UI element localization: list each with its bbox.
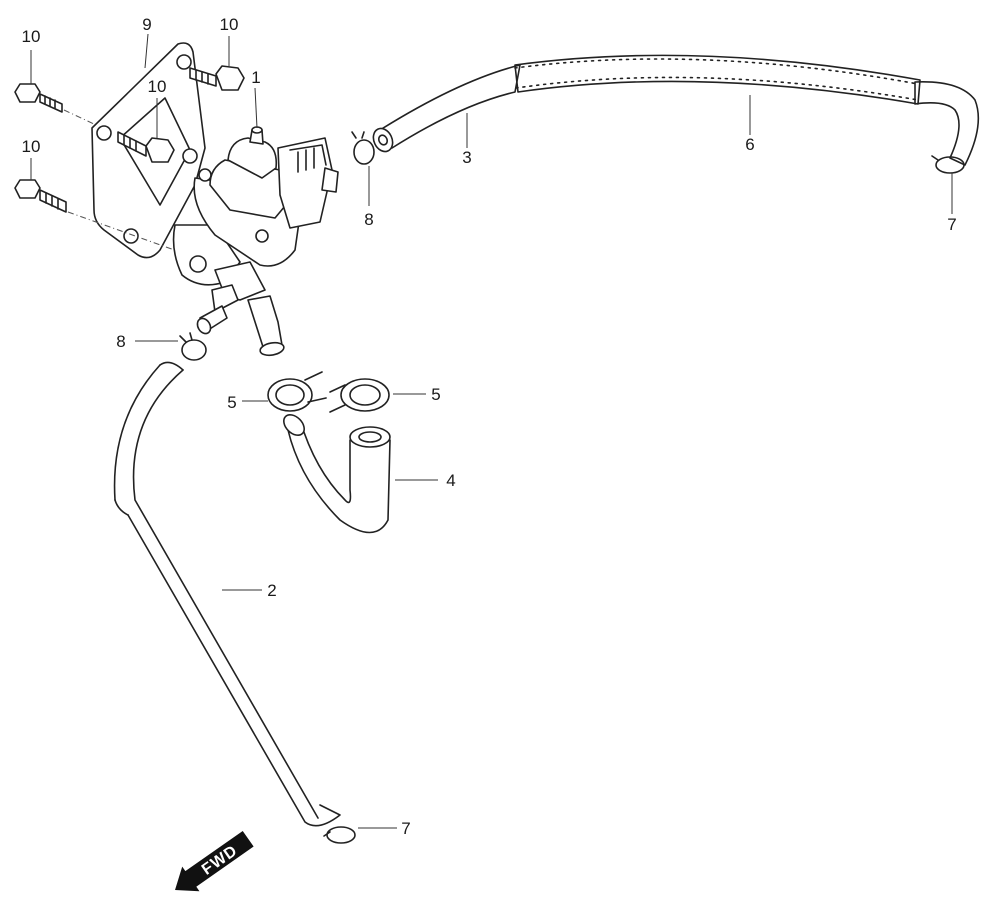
- clip-bottom: [323, 826, 356, 844]
- bolt-lower-left: [14, 179, 67, 213]
- callout-3: 3: [462, 148, 471, 167]
- bolt-center: [117, 131, 175, 163]
- callout-10-top: 10: [220, 15, 239, 34]
- callout-10-lower-left: 10: [22, 137, 41, 156]
- callout-2: 2: [267, 581, 276, 600]
- callout-7-upper: 7: [947, 215, 956, 234]
- callout-8-upper: 8: [364, 210, 373, 229]
- forward-direction-arrow: FWD: [175, 830, 254, 892]
- callout-10-center: 10: [148, 77, 167, 96]
- callout-9: 9: [142, 15, 151, 34]
- bolt-upper-left: [14, 83, 63, 113]
- clip-left: [179, 332, 207, 361]
- bolt-top-right: [189, 65, 245, 91]
- callout-1: 1: [251, 68, 260, 87]
- callout-4: 4: [446, 471, 455, 490]
- clip-upper-left: [351, 131, 375, 165]
- hose-clamp-left: [267, 371, 327, 412]
- bent-hose: [283, 414, 391, 534]
- leader-lines: [30, 33, 953, 829]
- callout-7-lower: 7: [401, 819, 410, 838]
- callout-8-left: 8: [116, 332, 125, 351]
- callout-10-upper-left: 10: [22, 27, 41, 46]
- long-hose: [113, 361, 341, 827]
- callout-5-left: 5: [227, 393, 236, 412]
- hose-clamp-right: [329, 378, 390, 413]
- upper-hose: [372, 64, 980, 166]
- alignment-line-upper: [63, 109, 95, 125]
- valve-assembly: [172, 126, 339, 357]
- clip-upper-right: [931, 155, 965, 174]
- spring-guard: [514, 54, 921, 105]
- callout-5-right: 5: [431, 385, 440, 404]
- callout-6: 6: [745, 135, 754, 154]
